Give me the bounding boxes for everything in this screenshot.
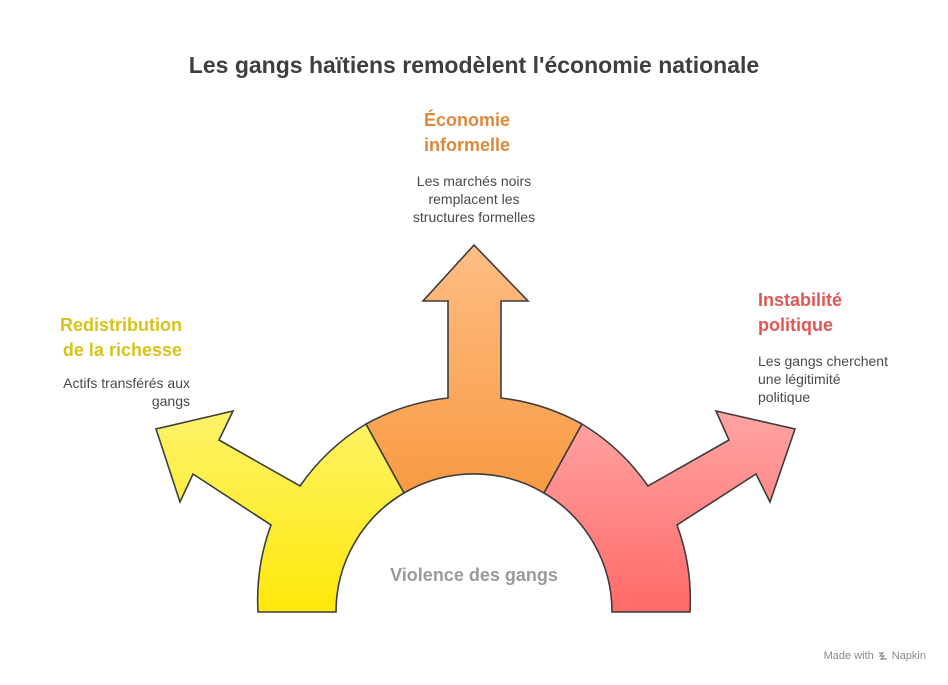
political-instability-description: Les gangs cherchent une légitimité polit… [758,352,918,406]
political-instability-desc-line2: une légitimité [758,371,841,387]
wealth-redistribution-description: Actifs transférés aux gangs [20,374,190,410]
informal-economy-heading-line2: informelle [424,135,511,155]
center-label-gang-violence: Violence des gangs [390,565,558,585]
political-instability-heading-line2: politique [758,315,833,335]
made-with-napkin-footer[interactable]: Made with Napkin [824,650,926,662]
wealth-redistribution-heading-line2: de la richesse [62,340,182,360]
political-instability-arrow [542,409,797,613]
wealth-redistribution-desc-line1: Actifs transférés aux [63,375,190,391]
political-instability-desc-line1: Les gangs cherchent [758,353,888,369]
political-instability-heading-line1: Instabilité [758,290,843,310]
redistribution-arrow [154,409,406,613]
made-with-text: Made with [823,650,874,662]
political-instability-desc-line3: politique [758,389,811,405]
wealth-redistribution-heading-line1: Redistribution [60,315,182,335]
informal-economy-arrow [364,243,584,495]
diagram-title: Les gangs haïtiens remodèlent l'économie… [188,52,760,78]
informal-economy-heading: Économie informelle [424,108,564,158]
informal-economy-desc-line1: Les marchés noirs [416,173,532,189]
informal-economy-heading-line1: Économie [424,110,511,130]
informal-economy-description: Les marchés noirs remplacent les structu… [394,172,554,226]
wealth-redistribution-desc-line2: gangs [151,393,190,409]
informal-economy-desc-line2: remplacent les [428,191,520,207]
political-instability-heading: Instabilité politique [758,288,908,338]
informal-economy-desc-line3: structures formelles [412,209,536,225]
wealth-redistribution-heading: Redistribution de la richesse [20,313,182,363]
napkin-brand-text: Napkin [891,650,926,662]
napkin-logo-icon [878,652,887,660]
